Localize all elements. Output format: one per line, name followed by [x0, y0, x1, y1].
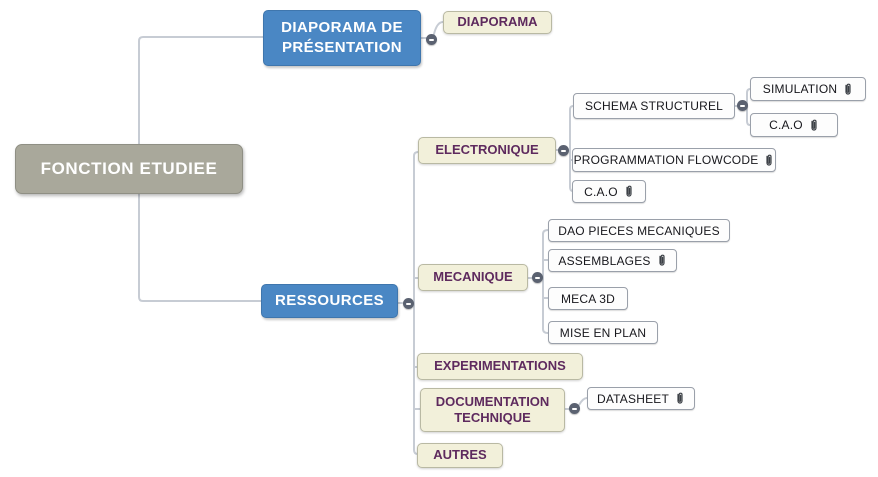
node-diaporama-de-presentation[interactable]: DIAPORAMA DE PRÉSENTATION — [263, 10, 421, 66]
node-label: DAO PIECES MECANIQUES — [558, 223, 720, 238]
node-cao-schema[interactable]: C.A.O — [750, 113, 838, 137]
collapse-button-ressources[interactable] — [403, 298, 414, 309]
paperclip-icon[interactable] — [675, 391, 685, 406]
node-fonction-etudiee[interactable]: FONCTION ETUDIEE — [15, 144, 243, 194]
node-electronique[interactable]: ELECTRONIQUE — [418, 137, 556, 164]
node-simulation[interactable]: SIMULATION — [750, 77, 866, 101]
node-mise-en-plan[interactable]: MISE EN PLAN — [548, 321, 658, 344]
collapse-button-schema-structurel[interactable] — [737, 100, 748, 111]
node-experimentations[interactable]: EXPERIMENTATIONS — [417, 353, 583, 380]
collapse-button-electronique[interactable] — [558, 145, 569, 156]
node-assemblages[interactable]: ASSEMBLAGES — [548, 249, 677, 272]
node-schema-structurel[interactable]: SCHEMA STRUCTUREL — [573, 93, 735, 119]
paperclip-icon[interactable] — [809, 118, 819, 133]
node-autres[interactable]: AUTRES — [417, 443, 503, 468]
node-label: SCHEMA STRUCTUREL — [584, 99, 724, 113]
paperclip-icon[interactable] — [624, 184, 634, 199]
node-label: DIAPORAMA — [457, 14, 538, 30]
collapse-button-documentation-technique[interactable] — [569, 403, 580, 414]
node-label: RESSOURCES — [274, 291, 385, 309]
node-label: MISE EN PLAN — [559, 325, 647, 340]
node-label: FONCTION ETUDIEE — [40, 159, 218, 178]
node-label: SIMULATION — [762, 82, 838, 96]
paperclip-icon[interactable] — [764, 153, 774, 168]
node-datasheet[interactable]: DATASHEET — [587, 387, 695, 410]
node-ressources[interactable]: RESSOURCES — [261, 284, 398, 318]
collapse-button-mecanique[interactable] — [532, 272, 543, 283]
node-label: C.A.O — [584, 184, 618, 199]
node-label: DOCUMENTATION TECHNIQUE — [435, 393, 550, 425]
node-label: DIAPORAMA DE PRÉSENTATION — [281, 18, 403, 56]
paperclip-icon[interactable] — [657, 253, 667, 268]
node-programmation-flowcode[interactable]: PROGRAMMATION FLOWCODE — [572, 148, 776, 172]
paperclip-icon[interactable] — [843, 82, 853, 97]
node-mecanique[interactable]: MECANIQUE — [418, 264, 528, 291]
node-label: ELECTRONIQUE — [435, 142, 539, 158]
node-label: C.A.O — [769, 118, 803, 132]
node-label: DATASHEET — [596, 391, 670, 406]
node-dao-pieces-mecaniques[interactable]: DAO PIECES MECANIQUES — [548, 219, 730, 242]
node-label: ASSEMBLAGES — [558, 253, 651, 268]
node-label: AUTRES — [433, 447, 487, 463]
node-documentation-technique[interactable]: DOCUMENTATION TECHNIQUE — [420, 388, 565, 432]
node-diaporama[interactable]: DIAPORAMA — [443, 11, 552, 34]
node-cao-electronique[interactable]: C.A.O — [572, 180, 646, 203]
node-label: EXPERIMENTATIONS — [434, 358, 566, 374]
node-label: MECA 3D — [560, 291, 616, 306]
node-label: MECANIQUE — [433, 269, 513, 285]
node-label: PROGRAMMATION FLOWCODE — [573, 153, 759, 167]
node-meca-3d[interactable]: MECA 3D — [548, 287, 628, 310]
collapse-button-diaporama-de-presentation[interactable] — [426, 34, 437, 45]
